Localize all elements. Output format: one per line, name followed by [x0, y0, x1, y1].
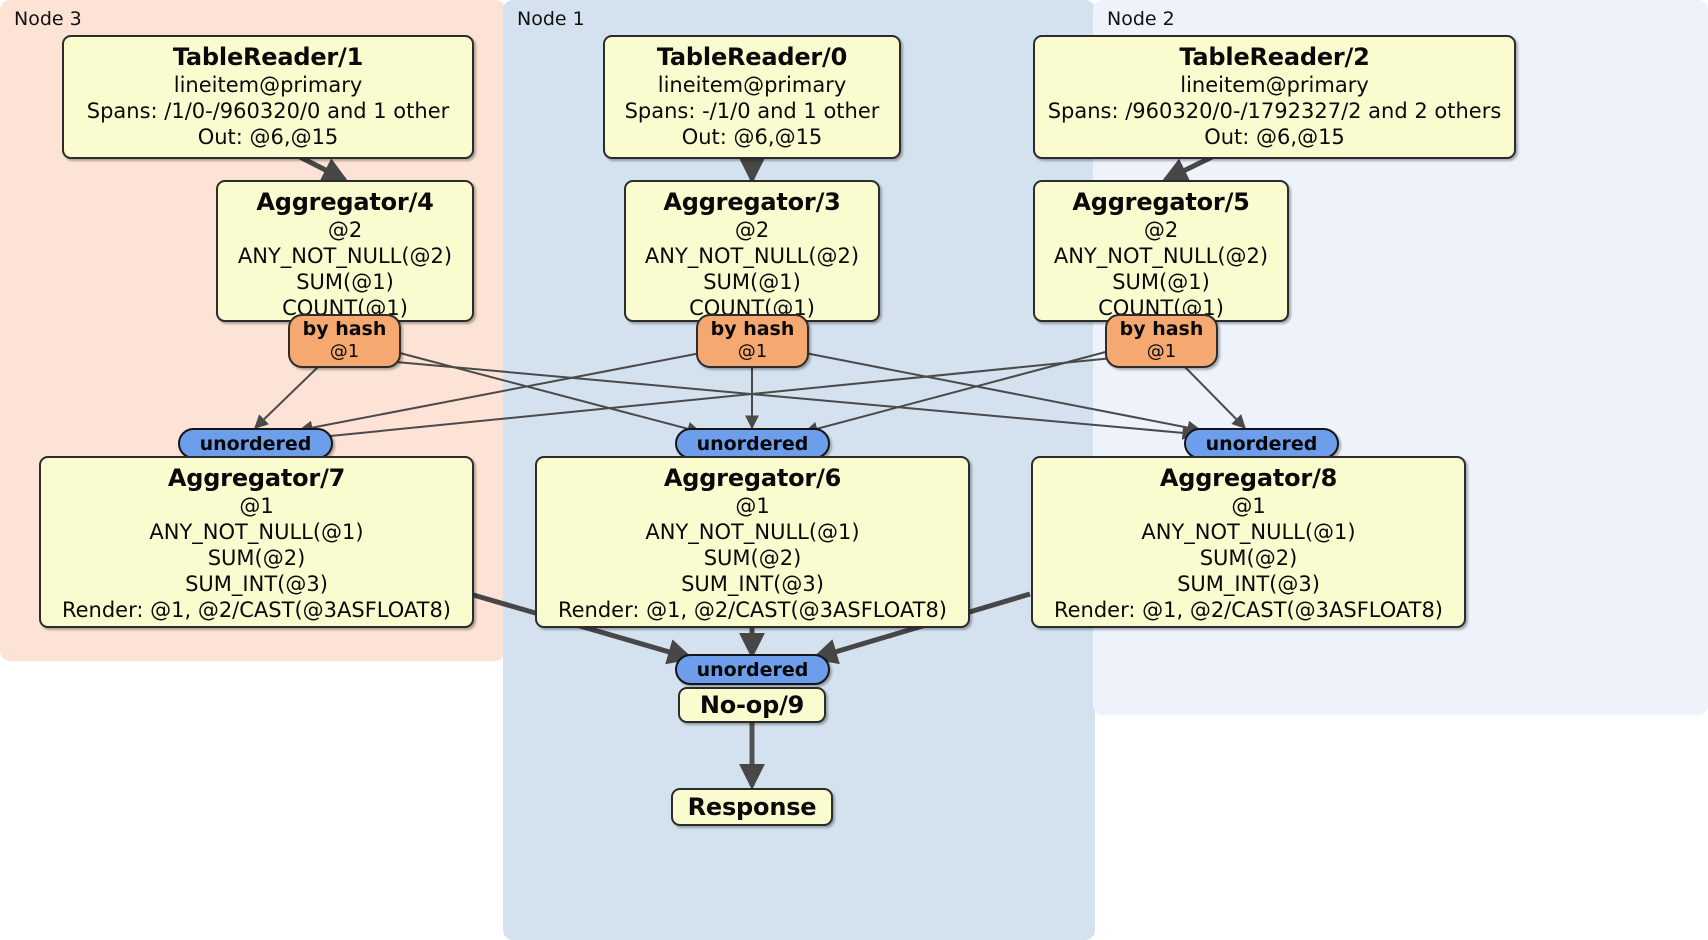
router-by-hash-aggregator-4[interactable]: by hash @1: [288, 314, 401, 368]
processor-detail-line: lineitem@primary: [1180, 73, 1369, 97]
router-subtitle: @1: [329, 341, 360, 362]
processor-table-reader-0[interactable]: TableReader/0 lineitem@primary Spans: -/…: [603, 35, 901, 159]
processor-detail-line: Out: @6,@15: [1204, 125, 1345, 149]
processor-detail-line: SUM_INT(@3): [681, 572, 824, 596]
processor-aggregator-5[interactable]: Aggregator/5 @2 ANY_NOT_NULL(@2) SUM(@1)…: [1033, 180, 1289, 322]
processor-detail-line: SUM(@1): [703, 270, 801, 294]
processor-detail-line: @1: [239, 494, 274, 518]
processor-detail-line: Spans: -/1/0 and 1 other: [624, 99, 880, 123]
processor-detail-line: ANY_NOT_NULL(@1): [1141, 520, 1356, 544]
processor-title: TableReader/1: [172, 43, 364, 71]
processor-title: Aggregator/5: [1072, 188, 1250, 216]
router-subtitle: @1: [737, 341, 768, 362]
processor-aggregator-6[interactable]: Aggregator/6 @1 ANY_NOT_NULL(@1) SUM(@2)…: [535, 456, 970, 628]
processor-detail-line: SUM_INT(@3): [185, 572, 328, 596]
processor-detail-line: SUM_INT(@3): [1177, 572, 1320, 596]
processor-detail-line: ANY_NOT_NULL(@2): [237, 244, 453, 268]
processor-detail-line: lineitem@primary: [657, 73, 847, 97]
processor-detail-line: Spans: /1/0-/960320/0 and 1 other: [86, 99, 450, 123]
collector-label: unordered: [696, 659, 809, 681]
processor-response[interactable]: Response: [671, 788, 833, 826]
collector-unordered-noop-9[interactable]: unordered: [675, 654, 830, 685]
processor-aggregator-7[interactable]: Aggregator/7 @1 ANY_NOT_NULL(@1) SUM(@2)…: [39, 456, 474, 628]
collector-unordered-aggregator-6[interactable]: unordered: [675, 428, 830, 459]
processor-detail-line: Out: @6,@15: [681, 125, 823, 149]
processor-table-reader-2[interactable]: TableReader/2 lineitem@primary Spans: /9…: [1033, 35, 1516, 159]
processor-detail-line: Render: @1, @2/CAST(@3ASFLOAT8): [1053, 598, 1444, 622]
processor-detail-line: ANY_NOT_NULL(@1): [645, 520, 860, 544]
processor-title: Aggregator/3: [663, 188, 841, 216]
processor-title: Aggregator/4: [256, 188, 434, 216]
processor-detail-line: Out: @6,@15: [197, 125, 339, 149]
processor-title: Aggregator/8: [1159, 464, 1338, 492]
router-by-hash-aggregator-3[interactable]: by hash @1: [696, 314, 809, 368]
processor-title: No-op/9: [699, 691, 805, 719]
collector-label: unordered: [1205, 433, 1318, 455]
processor-aggregator-3[interactable]: Aggregator/3 @2 ANY_NOT_NULL(@2) SUM(@1)…: [624, 180, 880, 322]
node-panel-label-node-2: Node 2: [1107, 8, 1175, 30]
processor-detail-line: SUM(@2): [703, 546, 802, 570]
router-title: by hash: [302, 318, 387, 340]
collector-unordered-aggregator-7[interactable]: unordered: [178, 428, 333, 459]
processor-detail-line: ANY_NOT_NULL(@1): [149, 520, 364, 544]
processor-title: Aggregator/6: [663, 464, 842, 492]
processor-detail-line: Spans: /960320/0-/1792327/2 and 2 others: [1047, 99, 1502, 123]
processor-detail-line: ANY_NOT_NULL(@2): [1053, 244, 1269, 268]
processor-title: TableReader/2: [1179, 43, 1370, 71]
collector-label: unordered: [199, 433, 312, 455]
processor-title: TableReader/0: [656, 43, 848, 71]
processor-detail-line: lineitem@primary: [173, 73, 363, 97]
router-subtitle: @1: [1146, 341, 1177, 362]
processor-detail-line: @2: [327, 218, 363, 242]
node-panel-label-node-3: Node 3: [14, 8, 82, 30]
processor-detail-line: SUM(@1): [296, 270, 394, 294]
processor-detail-line: @1: [735, 494, 770, 518]
collector-unordered-aggregator-8[interactable]: unordered: [1184, 428, 1339, 459]
processor-detail-line: @2: [1143, 218, 1179, 242]
router-title: by hash: [710, 318, 795, 340]
processor-detail-line: SUM(@2): [1199, 546, 1298, 570]
processor-table-reader-1[interactable]: TableReader/1 lineitem@primary Spans: /1…: [62, 35, 474, 159]
router-by-hash-aggregator-5[interactable]: by hash @1: [1105, 314, 1218, 368]
processor-detail-line: @1: [1231, 494, 1266, 518]
processor-aggregator-8[interactable]: Aggregator/8 @1 ANY_NOT_NULL(@1) SUM(@2)…: [1031, 456, 1466, 628]
collector-label: unordered: [696, 433, 809, 455]
processor-detail-line: ANY_NOT_NULL(@2): [644, 244, 860, 268]
processor-detail-line: SUM(@2): [207, 546, 306, 570]
router-title: by hash: [1119, 318, 1204, 340]
processor-title: Response: [687, 793, 817, 821]
processor-title: Aggregator/7: [167, 464, 346, 492]
processor-aggregator-4[interactable]: Aggregator/4 @2 ANY_NOT_NULL(@2) SUM(@1)…: [216, 180, 474, 322]
processor-detail-line: @2: [734, 218, 770, 242]
processor-detail-line: SUM(@1): [1112, 270, 1210, 294]
processor-detail-line: Render: @1, @2/CAST(@3ASFLOAT8): [557, 598, 948, 622]
node-panel-label-node-1: Node 1: [517, 8, 585, 30]
processor-no-op-9[interactable]: No-op/9: [678, 687, 826, 723]
processor-detail-line: Render: @1, @2/CAST(@3ASFLOAT8): [61, 598, 452, 622]
